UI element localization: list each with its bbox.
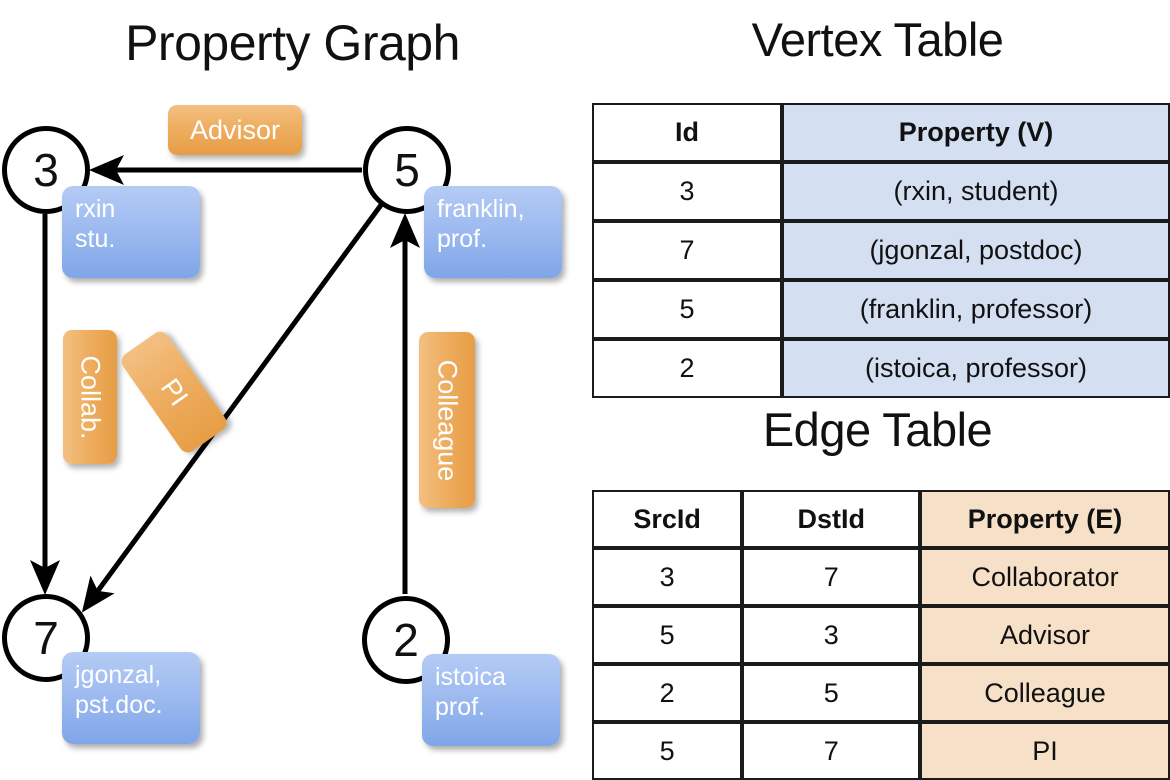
edge-row-3-property: PI xyxy=(920,722,1170,780)
property-graph-diagram: 3 rxin stu. 5 franklin, prof. 7 jgonzal,… xyxy=(0,0,585,760)
vertex-table-header-id: Id xyxy=(592,103,782,162)
graph-node-7-property-line1: jgonzal, xyxy=(75,661,162,689)
vertex-row-3-property: (istoica, professor) xyxy=(782,339,1170,398)
graph-node-5-label: 5 xyxy=(394,144,420,196)
vertex-row-0-property: (rxin, student) xyxy=(782,162,1170,221)
table-row[interactable]: 5 (franklin, professor) xyxy=(592,280,1170,339)
graph-node-7-property-box: jgonzal, pst.doc. xyxy=(62,652,200,744)
edge-label-collab-text: Collab. xyxy=(75,354,106,440)
edge-row-3-src: 5 xyxy=(592,722,743,780)
graph-node-3-property-box: rxin stu. xyxy=(62,186,200,278)
edge-label-collab: Collab. xyxy=(63,330,117,464)
graph-node-5-property-line2: prof. xyxy=(437,224,488,253)
edge-table-header-dstid: DstId xyxy=(742,490,921,548)
edge-row-0-dst: 7 xyxy=(742,548,921,606)
table-row[interactable]: 2 (istoica, professor) xyxy=(592,339,1170,398)
edge-table-header-srcid: SrcId xyxy=(592,490,743,548)
edge-row-1-src: 5 xyxy=(592,606,743,664)
graph-node-2-property-line2: prof. xyxy=(435,692,486,721)
graph-node-3-label: 3 xyxy=(33,144,59,196)
vertex-table: Id Property (V) 3 (rxin, student) 7 (jgo… xyxy=(592,103,1170,398)
edge-row-0-src: 3 xyxy=(592,548,743,606)
edge-row-2-property: Colleague xyxy=(920,664,1170,722)
edge-row-2-src: 2 xyxy=(592,664,743,722)
page-title-vertex-table: Vertex Table xyxy=(751,13,1004,66)
edge-row-3-dst: 7 xyxy=(742,722,921,780)
vertex-row-1-id: 7 xyxy=(592,221,782,280)
edge-label-pi-text: PI xyxy=(154,372,195,411)
table-row[interactable]: 5 7 PI xyxy=(592,722,1170,780)
edge-row-2-dst: 5 xyxy=(742,664,921,722)
vertex-table-header-property: Property (V) xyxy=(782,103,1170,162)
edge-table-header-property: Property (E) xyxy=(920,490,1170,548)
edge-label-colleague: Colleague xyxy=(419,332,475,508)
vertex-row-0-id: 3 xyxy=(592,162,782,221)
vertex-table-header-row: Id Property (V) xyxy=(592,103,1170,162)
table-row[interactable]: 7 (jgonzal, postdoc) xyxy=(592,221,1170,280)
graph-node-7-label: 7 xyxy=(33,612,59,664)
graph-edges-svg xyxy=(30,155,420,613)
edge-5-to-7-pi xyxy=(81,203,384,613)
vertex-row-2-property: (franklin, professor) xyxy=(782,280,1170,339)
table-row[interactable]: 5 3 Advisor xyxy=(592,606,1170,664)
graph-node-3-property-line2: stu. xyxy=(75,224,116,253)
table-row[interactable]: 3 (rxin, student) xyxy=(592,162,1170,221)
vertex-row-3-id: 2 xyxy=(592,339,782,398)
edge-row-1-dst: 3 xyxy=(742,606,921,664)
page-title-property-graph: Property Graph xyxy=(125,15,460,71)
graph-node-5-property-box: franklin, prof. xyxy=(424,186,562,278)
graph-node-2-label: 2 xyxy=(393,614,419,666)
graph-node-2[interactable]: 2 xyxy=(362,596,450,684)
graph-node-3-property-line1: rxin xyxy=(75,195,116,223)
edge-label-colleague-text: Colleague xyxy=(432,359,463,481)
edge-label-advisor-text: Advisor xyxy=(189,114,281,145)
edge-table: SrcId DstId Property (E) 3 7 Collaborato… xyxy=(592,490,1170,780)
graph-node-5[interactable]: 5 xyxy=(363,126,451,214)
graph-node-5-property-line1: franklin, xyxy=(437,195,525,223)
page-title-edge-table: Edge Table xyxy=(762,403,993,456)
table-row[interactable]: 2 5 Colleague xyxy=(592,664,1170,722)
edge-label-advisor: Advisor xyxy=(168,105,302,155)
table-row[interactable]: 3 7 Collaborator xyxy=(592,548,1170,606)
edge-row-1-property: Advisor xyxy=(920,606,1170,664)
edge-table-header-row: SrcId DstId Property (E) xyxy=(592,490,1170,548)
vertex-row-1-property: (jgonzal, postdoc) xyxy=(782,221,1170,280)
vertex-row-2-id: 5 xyxy=(592,280,782,339)
graph-node-7-property-line2: pst.doc. xyxy=(75,690,163,719)
graph-node-2-property-line1: istoica xyxy=(435,663,506,691)
graph-node-2-property-box: istoica prof. xyxy=(422,654,560,746)
edge-row-0-property: Collaborator xyxy=(920,548,1170,606)
